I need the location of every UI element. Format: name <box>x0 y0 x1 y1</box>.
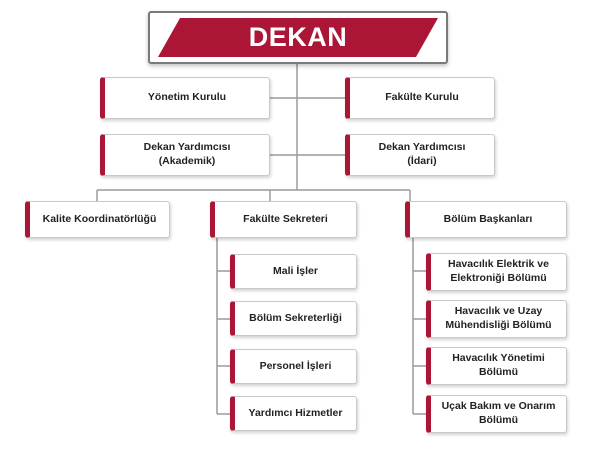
secretary-unit-box: Personel İşleri <box>230 349 357 384</box>
department-label: Havacılık Elektrik ve Elektroniği Bölümü <box>448 258 549 284</box>
faculty-board-label: Fakülte Kurulu <box>385 91 459 104</box>
executive-board-box: Yönetim Kurulu <box>100 77 270 119</box>
department-label: Uçak Bakım ve Onarım Bölümü <box>441 400 556 426</box>
secretary-unit-label: Personel İşleri <box>259 359 332 372</box>
quality-coordination-box: Kalite Koordinatörlüğü <box>25 201 170 238</box>
secretary-unit-label: Yardımcı Hizmetler <box>248 406 343 419</box>
department-box: Havacılık ve Uzay Mühendisliği Bölümü <box>426 300 567 338</box>
secretary-unit-box: Bölüm Sekreterliği <box>230 301 357 336</box>
secretary-unit-label: Bölüm Sekreterliği <box>249 311 342 324</box>
faculty-board-box: Fakülte Kurulu <box>345 77 495 119</box>
vice-dean-academic-label: Dekan Yardımcısı (Akademik) <box>143 141 231 167</box>
quality-coordination-label: Kalite Koordinatörlüğü <box>42 212 157 225</box>
dean-title-box: DEKAN <box>148 11 448 64</box>
faculty-secretary-box: Fakülte Sekreteri <box>210 201 357 238</box>
department-box: Havacılık Elektrik ve Elektroniği Bölümü <box>426 253 567 291</box>
secretary-unit-box: Mali İşler <box>230 254 357 289</box>
department-heads-box: Bölüm Başkanları <box>405 201 567 238</box>
department-label: Havacılık Yönetimi Bölümü <box>452 352 545 378</box>
executive-board-label: Yönetim Kurulu <box>147 91 227 104</box>
vice-dean-academic-box: Dekan Yardımcısı (Akademik) <box>100 134 270 176</box>
department-heads-label: Bölüm Başkanları <box>443 212 533 225</box>
department-label: Havacılık ve Uzay Mühendisliği Bölümü <box>445 305 552 331</box>
department-box: Havacılık Yönetimi Bölümü <box>426 347 567 385</box>
dean-title-band <box>158 18 438 57</box>
secretary-unit-box: Yardımcı Hizmetler <box>230 396 357 431</box>
faculty-secretary-label: Fakülte Sekreteri <box>243 212 328 225</box>
department-box: Uçak Bakım ve Onarım Bölümü <box>426 395 567 433</box>
vice-dean-admin-box: Dekan Yardımcısı (İdari) <box>345 134 495 176</box>
vice-dean-admin-label: Dekan Yardımcısı (İdari) <box>378 141 466 167</box>
dean-title: DEKAN <box>248 22 348 52</box>
secretary-unit-label: Mali İşler <box>273 264 318 277</box>
